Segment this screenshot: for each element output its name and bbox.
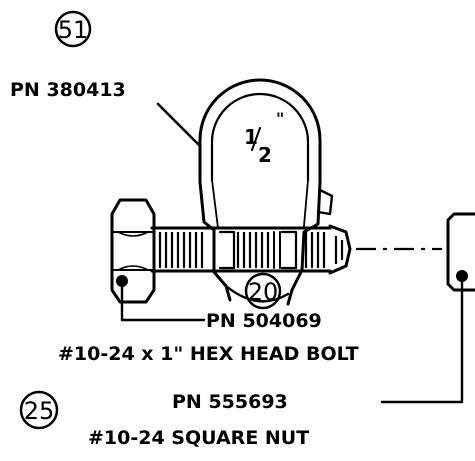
callout-25: 25 <box>19 390 59 430</box>
callout-51: 51 <box>54 10 92 48</box>
bolt-description: #10-24 x 1" HEX HEAD BOLT <box>58 343 359 365</box>
clamp-size-denominator: 2 <box>258 143 272 167</box>
nut-description: #10-24 SQUARE NUT <box>88 427 309 449</box>
square-nut <box>446 212 475 292</box>
clamp-size-unit: " <box>276 109 284 128</box>
clamp <box>198 78 334 306</box>
clamp-leader-line <box>156 102 202 148</box>
hex-head <box>110 198 156 304</box>
callout-20-number: 20 <box>248 278 279 306</box>
callout-51-number: 51 <box>58 16 89 44</box>
callout-25-number: 25 <box>24 397 55 425</box>
clamp-size-label: 1 2 " <box>244 109 284 167</box>
bolt-leader <box>116 275 206 322</box>
nut-leader <box>380 270 468 404</box>
callout-20: 20 <box>244 272 282 310</box>
nut-part-number: PN 555693 <box>172 391 288 413</box>
bolt-part-number: PN 504069 <box>206 310 322 332</box>
clamp-part-number: PN 380413 <box>10 79 126 101</box>
bolt-shank <box>150 224 352 275</box>
